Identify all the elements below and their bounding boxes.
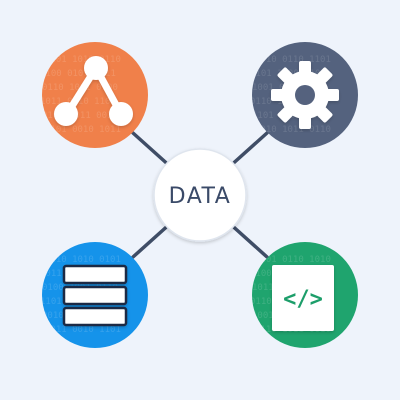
svg-text:1011 0110 1101: 1011 0110 1101 bbox=[40, 97, 116, 107]
code-brackets-icon: </> bbox=[283, 287, 323, 312]
database-stack-icon bbox=[62, 264, 128, 327]
connectors bbox=[131, 131, 269, 259]
svg-text:0100 1011 0010: 0100 1011 0010 bbox=[42, 111, 118, 121]
share-network-icon bbox=[54, 56, 133, 126]
svg-text:1100 0101 1011: 1100 0101 1011 bbox=[40, 69, 116, 79]
svg-text:1101 0110 1010: 1101 0110 1010 bbox=[255, 255, 331, 265]
svg-text:0110 1010 0101: 0110 1010 0101 bbox=[45, 255, 121, 265]
settings-node: 1010 0110 1101 0101 1100 0101 1001 0110 … bbox=[252, 42, 358, 148]
share-node: 0101 1010 0110 1100 0101 1011 0110 1001 … bbox=[40, 42, 148, 148]
code-file-icon: </> bbox=[272, 265, 334, 331]
connector-database bbox=[131, 220, 174, 259]
svg-text:1101 0010 1011: 1101 0010 1011 bbox=[45, 125, 121, 135]
connector-code bbox=[226, 220, 269, 259]
svg-text:0101 1010 0110: 0101 1010 0110 bbox=[45, 55, 121, 65]
gear-icon bbox=[271, 61, 339, 129]
connector-settings bbox=[226, 131, 269, 170]
svg-text:1011 0010 1101: 1011 0010 1101 bbox=[45, 325, 121, 335]
center-hub: DATA bbox=[153, 148, 247, 242]
svg-text:0010 1011 0110: 0010 1011 0110 bbox=[255, 125, 331, 135]
connector-share bbox=[131, 131, 174, 170]
database-node: 0110 1010 0101 1011 0101 1100 0100 1001 … bbox=[42, 242, 148, 348]
center-label: DATA bbox=[169, 184, 232, 209]
code-node: 1101 0110 1010 0100 1011 0101 1011 0110 … bbox=[252, 242, 358, 348]
svg-text:1010 0110 1101: 1010 0110 1101 bbox=[255, 55, 331, 65]
